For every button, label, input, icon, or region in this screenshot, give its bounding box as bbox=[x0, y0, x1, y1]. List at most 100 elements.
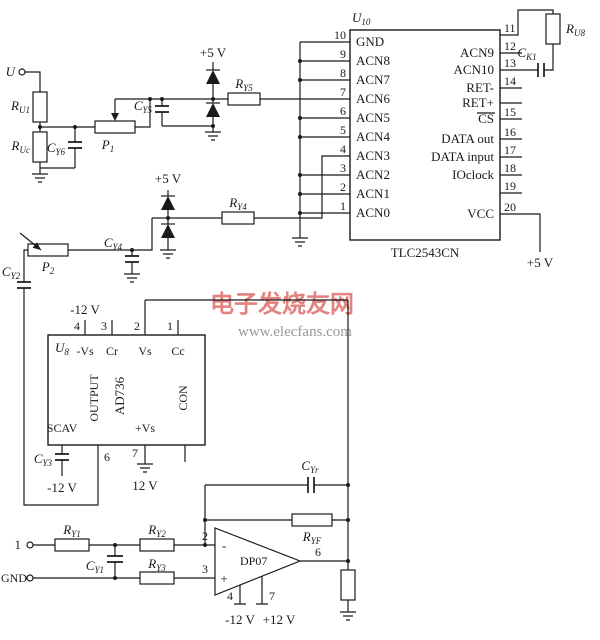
capacitor-cy1 bbox=[107, 555, 123, 563]
junction-dot bbox=[346, 483, 350, 487]
potentiometer-p2 bbox=[27, 243, 69, 257]
junction-dot bbox=[298, 59, 302, 63]
pin-label: SCAV bbox=[47, 421, 78, 435]
plus5v-mid-label: +5 V bbox=[155, 171, 182, 186]
pin-label: Cc bbox=[171, 344, 184, 358]
ground-symbol bbox=[32, 173, 48, 183]
pin-number: 7 bbox=[132, 446, 138, 460]
ground-symbol bbox=[205, 131, 221, 141]
reference-network: +5 V RY4 P2 CY2 CY4 bbox=[2, 155, 350, 506]
resistor-ry4-label: RY4 bbox=[228, 195, 247, 212]
potentiometer-p1-label: P1 bbox=[101, 137, 114, 154]
rms-ic-body bbox=[47, 334, 206, 446]
pin-number: 15 bbox=[504, 105, 516, 119]
pin-label: -Vs bbox=[76, 344, 94, 358]
junction-dot bbox=[211, 124, 215, 128]
pin-label: ACN7 bbox=[356, 72, 390, 87]
resistor-ry1 bbox=[54, 538, 90, 552]
resistor-ry3-label: RY3 bbox=[147, 556, 166, 573]
pin-number: 7 bbox=[269, 589, 275, 603]
capacitor-cy2-label: CY2 bbox=[2, 264, 21, 281]
p1-wiper-arrow bbox=[111, 113, 119, 121]
capacitor-ck1 bbox=[537, 63, 545, 77]
terminal-gnd-label: GND bbox=[1, 571, 27, 585]
resistor-ry1-label: RY1 bbox=[62, 522, 80, 539]
minus12v-u8-bot-label: -12 V bbox=[47, 480, 77, 495]
pin-number: 17 bbox=[504, 143, 516, 157]
pin-number: 12 bbox=[504, 39, 516, 53]
junction-dot bbox=[130, 248, 134, 252]
plus5v-top-label: +5 V bbox=[200, 45, 227, 60]
input-terminal-u bbox=[18, 68, 26, 76]
adc-ic-body bbox=[349, 29, 501, 241]
input-divider-network: U RU1 RUc CY6 P1 CY5 +5 V RY5 bbox=[6, 45, 350, 183]
pin-label: ACN9 bbox=[460, 45, 494, 60]
watermark: 电子发烧友网 www.elecfans.com bbox=[210, 290, 354, 340]
inverting-input-sign: - bbox=[222, 538, 226, 553]
pin-number: 4 bbox=[74, 319, 80, 333]
pin-label: GND bbox=[356, 34, 384, 49]
junction-dot bbox=[298, 78, 302, 82]
resistor-ryf bbox=[291, 513, 333, 527]
pin-label: RET+ bbox=[462, 95, 494, 110]
pin-label: DATA input bbox=[431, 149, 494, 164]
opamp-wires bbox=[33, 300, 349, 612]
ground-symbol bbox=[340, 611, 356, 621]
pin-label: ACN0 bbox=[356, 205, 390, 220]
plus5v-adc-label: +5 V bbox=[527, 255, 554, 270]
junction-dot bbox=[211, 97, 215, 101]
pin-label: Cr bbox=[106, 344, 118, 358]
opamp-triangle bbox=[214, 527, 302, 596]
junction-dot bbox=[73, 125, 77, 129]
plus12v-u8-label: 12 V bbox=[132, 478, 158, 493]
capacitor-cy3-label: CY3 bbox=[34, 451, 53, 468]
pin-number: 19 bbox=[504, 179, 516, 193]
resistor-ru1 bbox=[32, 91, 48, 123]
capacitor-cy2 bbox=[17, 281, 31, 289]
capacitor-cy4-label: CY4 bbox=[104, 235, 123, 252]
pin-label: ACN3 bbox=[356, 148, 390, 163]
pin-number: 4 bbox=[340, 142, 346, 156]
input-terminal-1 bbox=[26, 541, 34, 549]
junction-dot bbox=[298, 116, 302, 120]
adc-right-pins-wires bbox=[500, 9, 554, 252]
rms-part-number: AD736 bbox=[112, 376, 127, 415]
ground-symbol bbox=[124, 273, 140, 283]
capacitor-cyr-label: CYr bbox=[301, 458, 319, 475]
junction-dot bbox=[113, 543, 117, 547]
pin-number: 1 bbox=[167, 319, 173, 333]
junction-dot bbox=[38, 125, 42, 129]
capacitor-cy1-label: CY1 bbox=[86, 558, 104, 575]
pin-label: ACN1 bbox=[356, 186, 390, 201]
clamp-diode-up bbox=[206, 70, 220, 84]
u-terminal-label: U bbox=[6, 64, 17, 79]
pin-number: 13 bbox=[504, 56, 516, 70]
pin-label: +Vs bbox=[135, 421, 155, 435]
junction-dot bbox=[148, 97, 152, 101]
potentiometer-p1 bbox=[94, 120, 136, 134]
pin-label: ACN5 bbox=[356, 110, 390, 125]
capacitor-ck1-label: CK1 bbox=[517, 45, 536, 62]
rms-pin-wires bbox=[61, 299, 348, 476]
pin-number: 10 bbox=[334, 28, 346, 42]
ground-symbol bbox=[292, 237, 308, 247]
resistor-ruc bbox=[32, 131, 48, 163]
resistor-ru1-label: RU1 bbox=[10, 98, 30, 115]
adc-left-pins-wires bbox=[299, 41, 350, 238]
resistor-ry5-label: RY5 bbox=[234, 76, 253, 93]
ground-symbol bbox=[160, 249, 176, 259]
watermark-url: www.elecfans.com bbox=[238, 324, 352, 340]
junction-dot bbox=[298, 135, 302, 139]
pin-number: 2 bbox=[340, 180, 346, 194]
pin-number: 1 bbox=[340, 199, 346, 213]
junction-dot bbox=[203, 518, 207, 522]
load-resistor bbox=[340, 569, 356, 601]
input-terminal-gnd bbox=[26, 574, 34, 582]
pin-label: OUTPUT bbox=[87, 374, 101, 422]
pin-number: 11 bbox=[504, 21, 516, 35]
pin-label: ACN6 bbox=[356, 91, 390, 106]
pin-label: ACN8 bbox=[356, 53, 390, 68]
junction-dot bbox=[346, 559, 350, 563]
pin-number: 4 bbox=[227, 589, 233, 603]
pin-label: CON bbox=[176, 385, 190, 411]
